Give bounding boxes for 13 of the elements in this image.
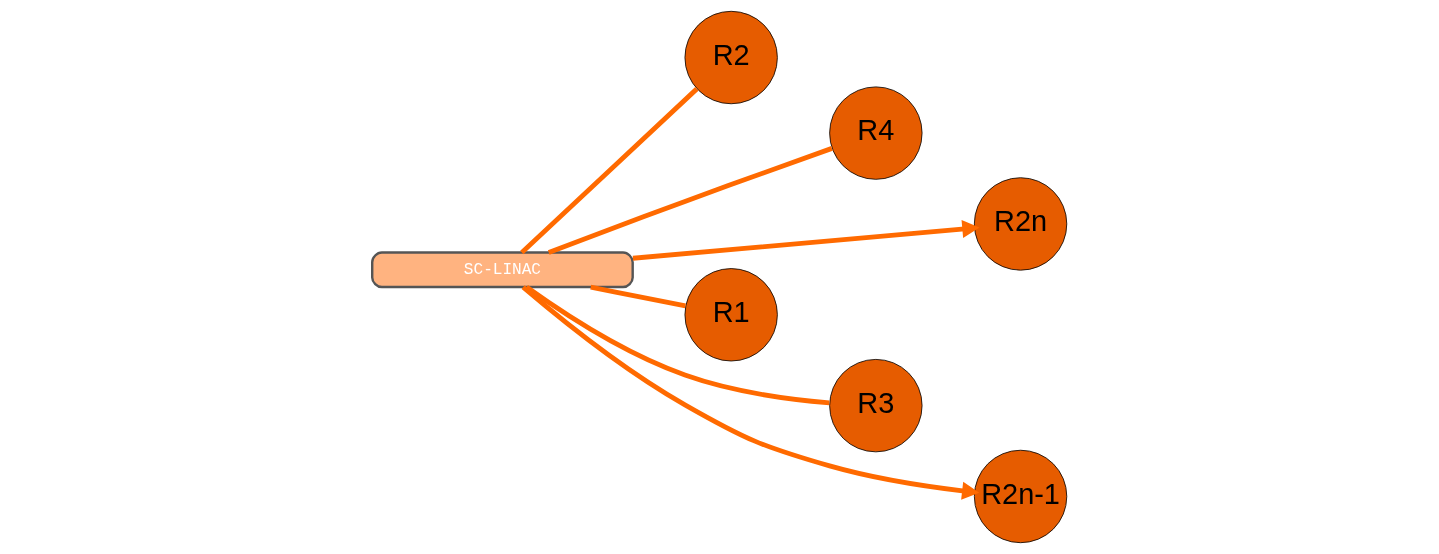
arrow (632, 220, 980, 261)
node-circle: R3 (829, 359, 923, 453)
connector (520, 87, 699, 255)
node-circle: R2n (973, 177, 1068, 271)
connector (547, 146, 833, 255)
node-circle: R2n-1 (973, 449, 1068, 544)
node-circle: R4 (829, 86, 923, 180)
connector (590, 284, 686, 309)
node-circle: R1 (684, 268, 778, 362)
arrow (521, 285, 980, 500)
connector (525, 285, 830, 406)
node-circle: R2 (684, 10, 778, 105)
node-box: SC-LINAC (371, 251, 634, 289)
